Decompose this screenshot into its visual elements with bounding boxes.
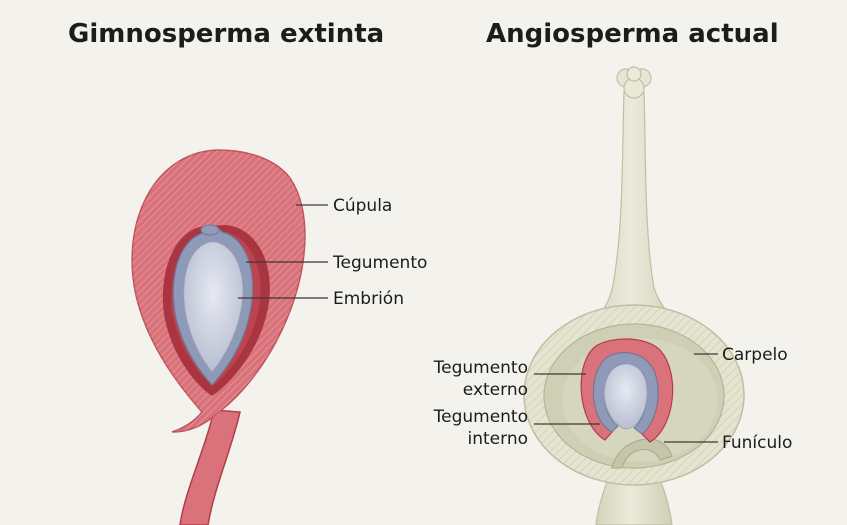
label-tegumento-externo-1: Tegumento bbox=[433, 358, 528, 378]
stigma bbox=[617, 67, 651, 98]
label-tegumento-interno-2: interno bbox=[468, 429, 529, 449]
angiosperm-illustration bbox=[524, 67, 744, 525]
label-cupula: Cúpula bbox=[333, 196, 392, 216]
style bbox=[590, 92, 680, 326]
gymnosperm-illustration bbox=[132, 150, 305, 525]
right-title: Angiosperma actual bbox=[486, 19, 779, 49]
label-tegumento-interno-1: Tegumento bbox=[433, 407, 528, 427]
left-title: Gimnosperma extinta bbox=[68, 19, 384, 49]
label-carpelo: Carpelo bbox=[722, 345, 788, 365]
label-tegumento-externo-2: externo bbox=[463, 380, 528, 400]
label-embrion: Embrión bbox=[333, 289, 404, 309]
label-funiculo: Funículo bbox=[722, 433, 792, 453]
label-tegumento: Tegumento bbox=[332, 253, 427, 273]
